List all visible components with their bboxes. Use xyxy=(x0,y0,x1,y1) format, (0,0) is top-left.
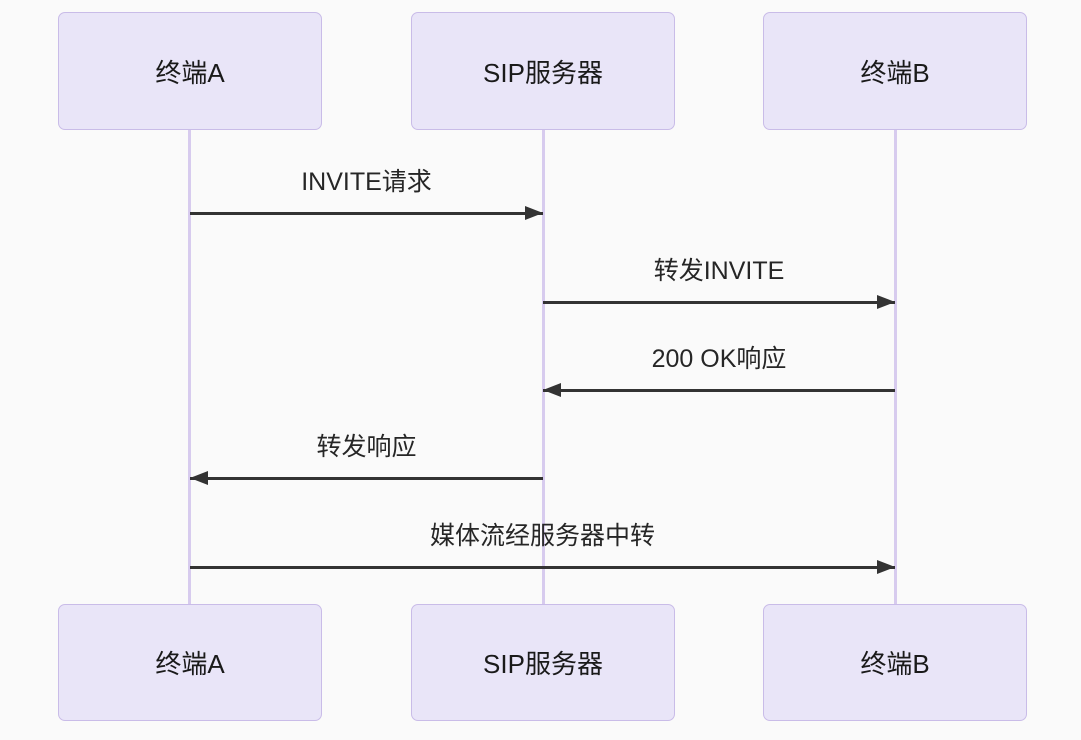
actor-box-terminal-b-top: 终端B xyxy=(763,12,1027,130)
message-label: 媒体流经服务器中转 xyxy=(429,522,655,550)
lifeline-sip-server xyxy=(542,130,545,604)
actor-label: SIP服务器 xyxy=(483,649,603,679)
message-label: 200 OK响应 xyxy=(651,345,787,373)
arrow-right-icon xyxy=(877,295,895,309)
actor-box-terminal-a-top: 终端A xyxy=(58,12,322,130)
lifeline-terminal-b xyxy=(894,130,897,604)
actor-label: 终端B xyxy=(860,57,930,88)
message-line xyxy=(190,206,543,220)
arrow-right-icon xyxy=(877,560,895,574)
message-label: 转发响应 xyxy=(316,433,417,461)
message-line xyxy=(543,383,895,397)
message-forward-invite: 转发INVITE xyxy=(543,249,895,309)
actor-label: SIP服务器 xyxy=(483,57,603,88)
lifeline-terminal-a xyxy=(188,130,191,604)
arrow-left-icon xyxy=(543,383,561,397)
message-200-ok-response: 200 OK响应 xyxy=(543,337,895,397)
message-media-relay: 媒体流经服务器中转 xyxy=(190,514,895,574)
actor-label: 终端A xyxy=(155,649,225,679)
actor-box-terminal-a-bottom: 终端A xyxy=(58,604,322,721)
arrow-left-icon xyxy=(190,471,208,485)
actor-label: 终端A xyxy=(155,57,225,88)
actor-label: 终端B xyxy=(860,649,930,679)
message-invite-request: INVITE请求 xyxy=(190,160,543,220)
actor-box-terminal-b-bottom: 终端B xyxy=(763,604,1027,721)
actor-box-sip-server-top: SIP服务器 xyxy=(411,12,675,130)
message-line xyxy=(543,295,895,309)
message-line xyxy=(190,471,543,485)
message-line xyxy=(190,560,895,574)
message-forward-response: 转发响应 xyxy=(190,425,543,485)
arrow-right-icon xyxy=(525,206,543,220)
message-label: INVITE请求 xyxy=(301,168,432,196)
message-label: 转发INVITE xyxy=(653,257,785,285)
actor-box-sip-server-bottom: SIP服务器 xyxy=(411,604,675,721)
